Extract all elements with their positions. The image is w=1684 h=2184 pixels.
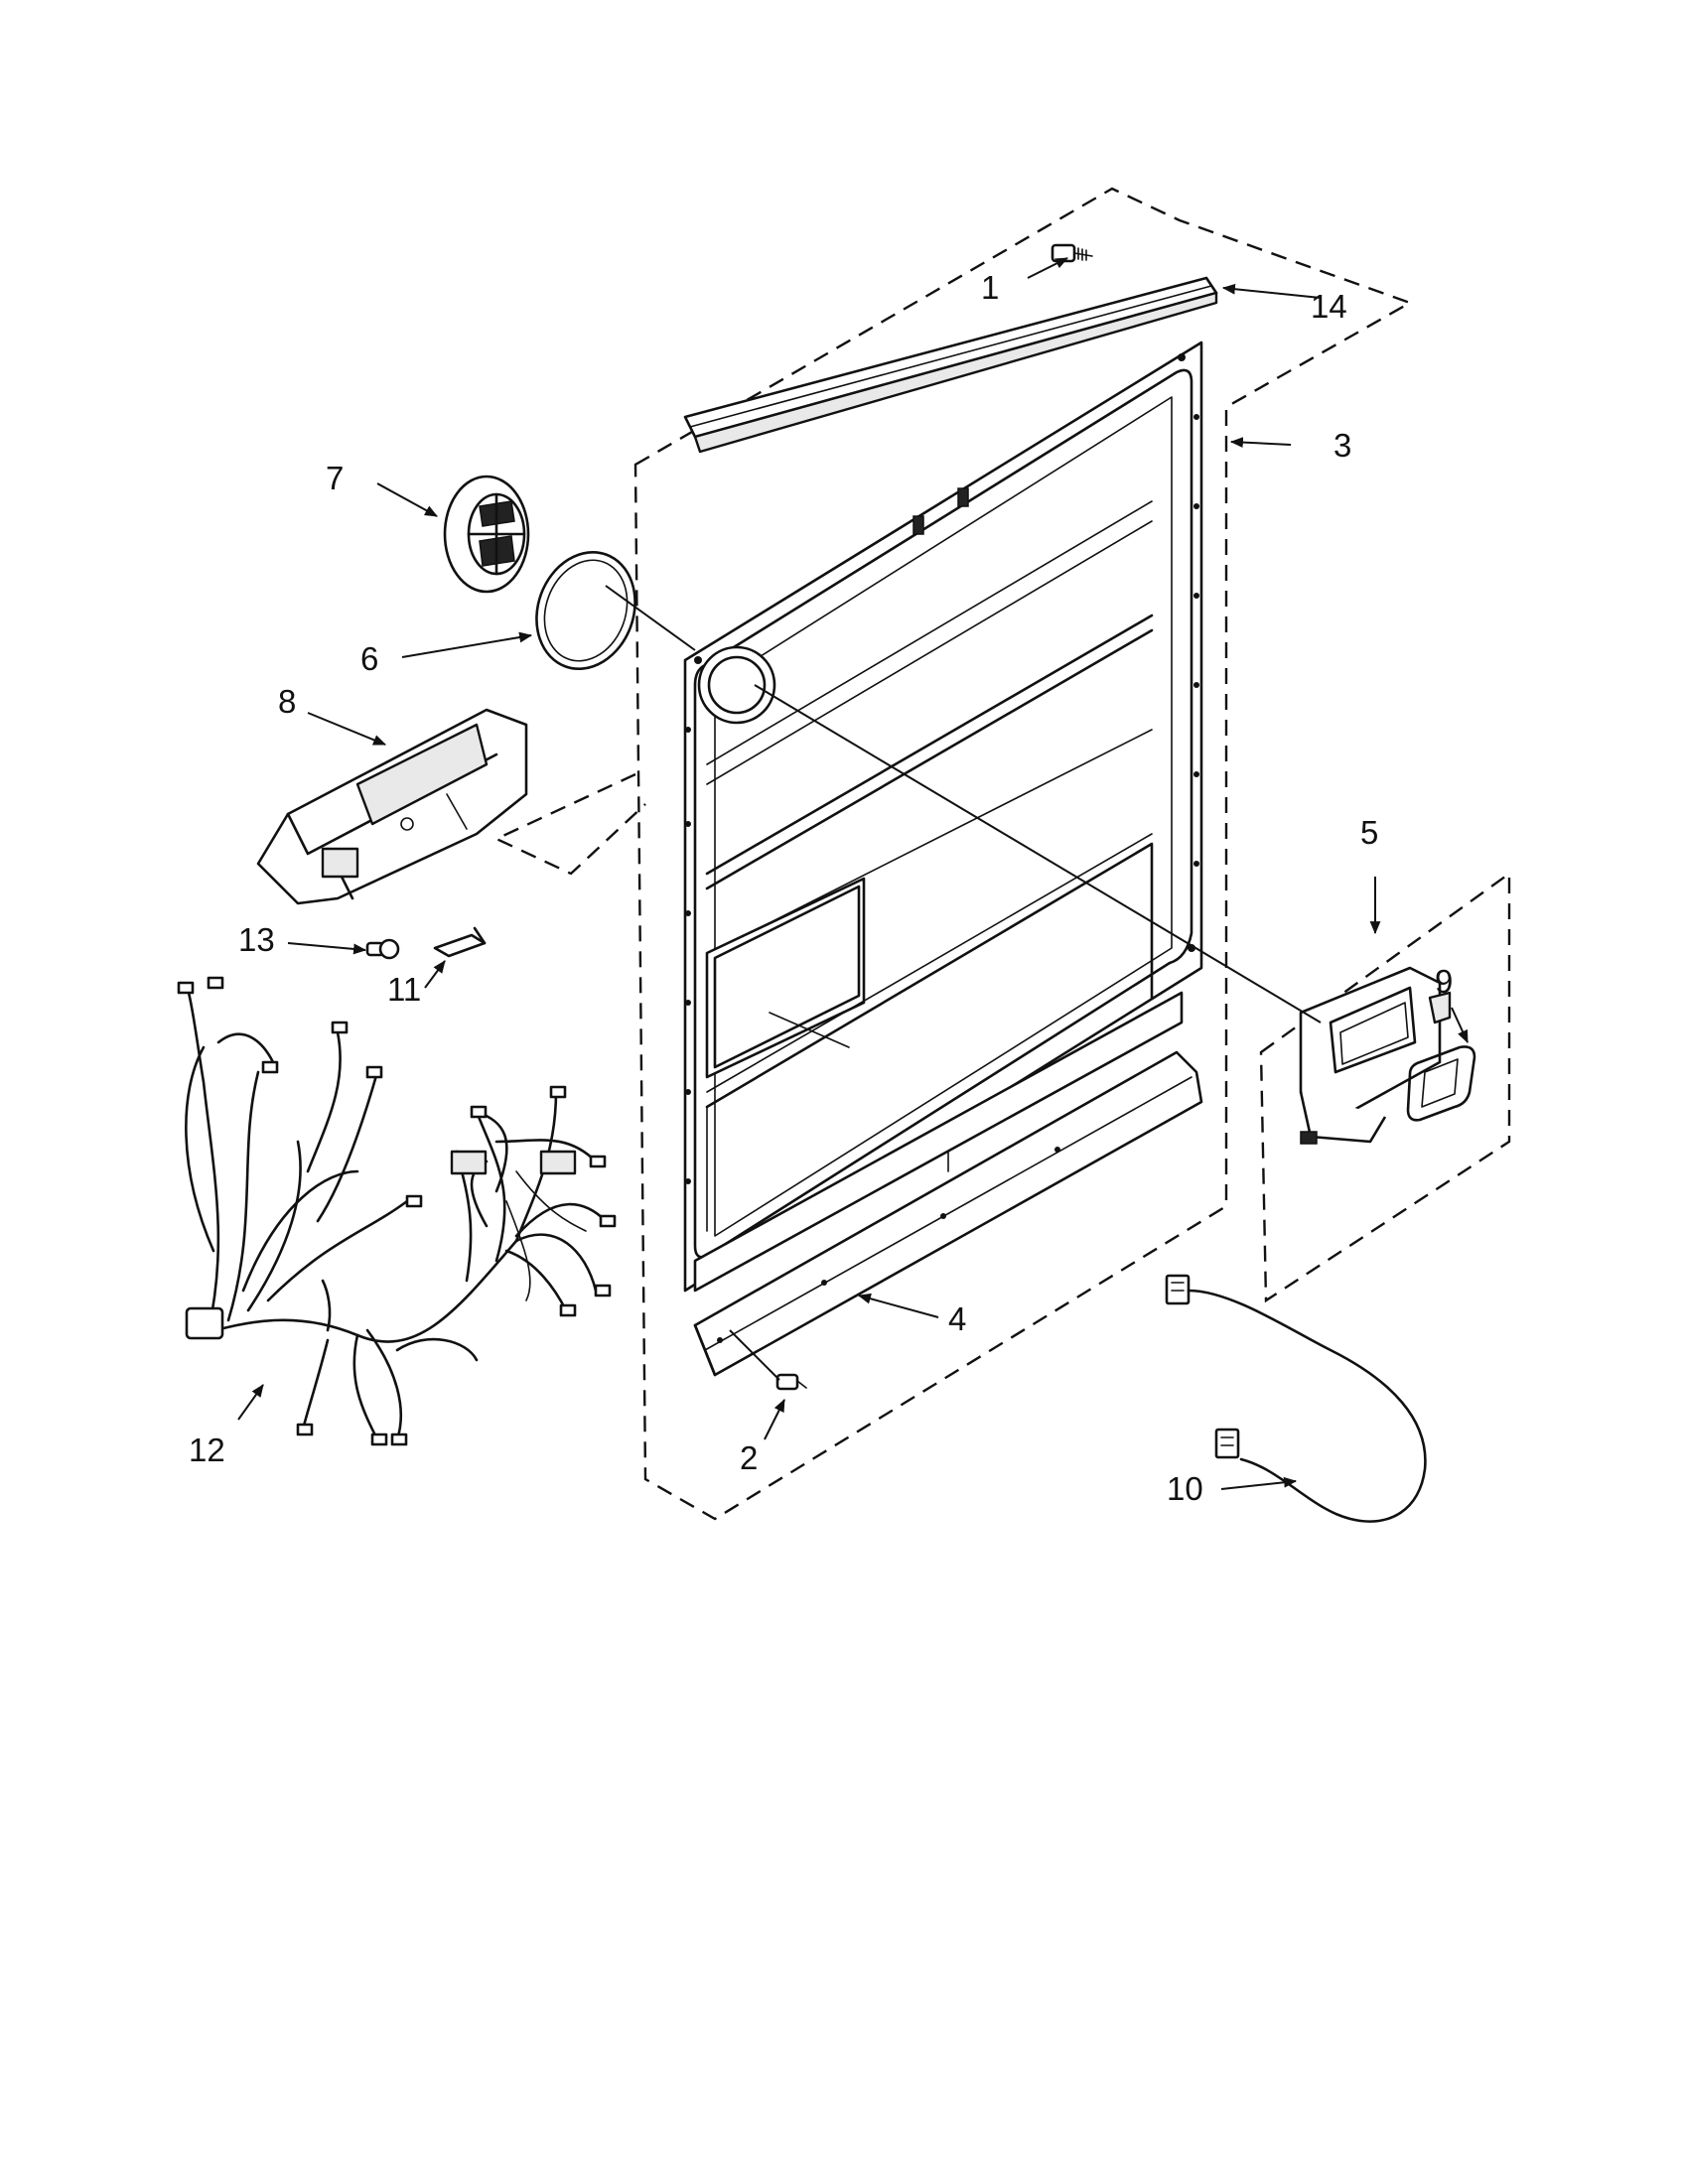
bottom-channel-part-4 <box>693 991 1203 1377</box>
callout-14: 14 <box>1311 288 1347 325</box>
callout-12: 12 <box>189 1432 225 1468</box>
screw-part-2 <box>775 1373 807 1391</box>
callout-6: 6 <box>360 640 378 677</box>
callout-10: 10 <box>1167 1470 1203 1507</box>
bracket-part-11 <box>433 926 487 958</box>
callout-2: 2 <box>740 1439 758 1476</box>
callout-9: 9 <box>1435 963 1453 1000</box>
gasket-part-6 <box>535 550 636 671</box>
control-assembly-dashed-outline <box>1259 871 1511 1303</box>
callout-arrows <box>237 257 1469 1490</box>
cable-part-10 <box>1165 1274 1427 1523</box>
control-module-part-5 <box>1299 966 1452 1145</box>
callout-3: 3 <box>1333 427 1351 464</box>
assembly-dashed-outline <box>493 187 1413 1521</box>
callout-11: 11 <box>387 971 421 1008</box>
callout-8: 8 <box>278 683 296 720</box>
inner-door-panel-part-3 <box>683 341 1203 1293</box>
callout-7: 7 <box>326 460 344 496</box>
screw-part-1 <box>1051 243 1093 263</box>
callout-1: 1 <box>981 269 999 306</box>
gasket-part-9 <box>1406 1045 1476 1122</box>
top-channel-part-14 <box>683 276 1218 454</box>
vent-part-7 <box>443 475 530 594</box>
callout-5: 5 <box>1360 814 1378 851</box>
dispenser-part-8 <box>256 708 528 905</box>
screw-part-13 <box>365 938 400 960</box>
callout-13: 13 <box>238 921 275 958</box>
assembly-leader-lines <box>605 585 1322 1381</box>
wire-harness-part-12 <box>177 976 617 1446</box>
callout-4: 4 <box>948 1300 966 1337</box>
